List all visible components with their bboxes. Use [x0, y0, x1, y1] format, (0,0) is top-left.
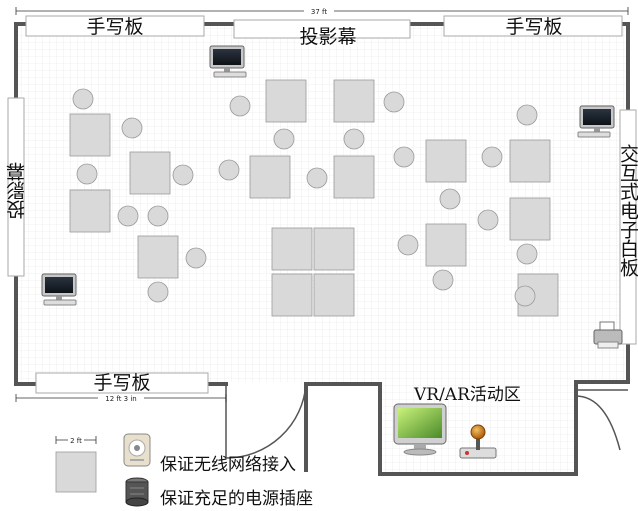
projector-screen-top	[233, 19, 411, 39]
whiteboard-bottom-left-label: 手写板	[93, 372, 150, 394]
table	[265, 79, 307, 123]
table	[333, 155, 375, 199]
side-door	[575, 382, 628, 391]
whiteboard-top-right	[443, 15, 623, 37]
chair	[432, 269, 454, 291]
table	[333, 79, 375, 123]
legend-wifi-label: 保证无线网络接入	[160, 455, 296, 475]
projector-screen-left	[7, 97, 25, 277]
projector-screen-top-label: 投影幕	[299, 26, 356, 48]
side-door-swing	[575, 395, 621, 451]
table	[313, 227, 355, 271]
chair	[516, 104, 538, 126]
door-swing	[225, 383, 307, 459]
computer-icon	[209, 45, 247, 78]
computer-icon	[577, 105, 615, 138]
table	[249, 155, 291, 199]
whiteboard-bottom-left	[35, 372, 209, 394]
chair	[72, 88, 94, 110]
whiteboard-top-left-label: 手写板	[86, 16, 143, 38]
legend-table-size-label: 2 ft	[70, 437, 82, 445]
dimension-door-label: 12 ft 3 in	[105, 395, 137, 403]
legend-power-label: 保证充足的电源插座	[160, 489, 313, 509]
table	[313, 273, 355, 317]
chair	[229, 95, 251, 117]
chair	[397, 234, 419, 256]
chair	[516, 243, 538, 265]
interactive-whiteboard-label: 交互式电子白板	[617, 144, 638, 277]
chair	[393, 146, 415, 168]
chair	[477, 209, 499, 231]
chair	[306, 167, 328, 189]
chair	[273, 128, 295, 150]
whiteboard-top-right-label: 手写板	[505, 16, 562, 38]
joystick-icon	[459, 424, 497, 459]
wifi-router-icon	[123, 433, 151, 467]
vr-computer-icon	[393, 403, 447, 456]
computer-icon	[41, 273, 77, 306]
projector-screen-left-label: 投影幕	[6, 162, 28, 219]
interactive-whiteboard-right	[619, 109, 637, 345]
chair	[121, 117, 143, 139]
table	[69, 189, 111, 233]
table	[129, 151, 171, 195]
table	[271, 273, 313, 317]
chair	[147, 205, 169, 227]
table	[271, 227, 313, 271]
chair	[343, 128, 365, 150]
chair	[383, 91, 405, 113]
chair	[172, 164, 194, 186]
table	[509, 197, 551, 241]
chair	[117, 205, 139, 227]
power-outlet-icon	[125, 477, 149, 507]
chair	[185, 247, 207, 269]
chair	[514, 285, 536, 307]
chair	[76, 163, 98, 185]
table	[137, 235, 179, 279]
dimension-total-label: 37 ft	[311, 8, 327, 16]
whiteboard-top-left	[25, 15, 205, 37]
printer-icon	[593, 321, 623, 349]
chair	[147, 281, 169, 303]
table	[69, 113, 111, 157]
table	[509, 139, 551, 183]
vr-area-label: VR/AR活动区	[414, 385, 521, 405]
chair	[481, 146, 503, 168]
chair	[218, 159, 240, 181]
table	[425, 139, 467, 183]
chair	[439, 188, 461, 210]
table	[425, 223, 467, 267]
legend-table-swatch	[55, 451, 97, 493]
